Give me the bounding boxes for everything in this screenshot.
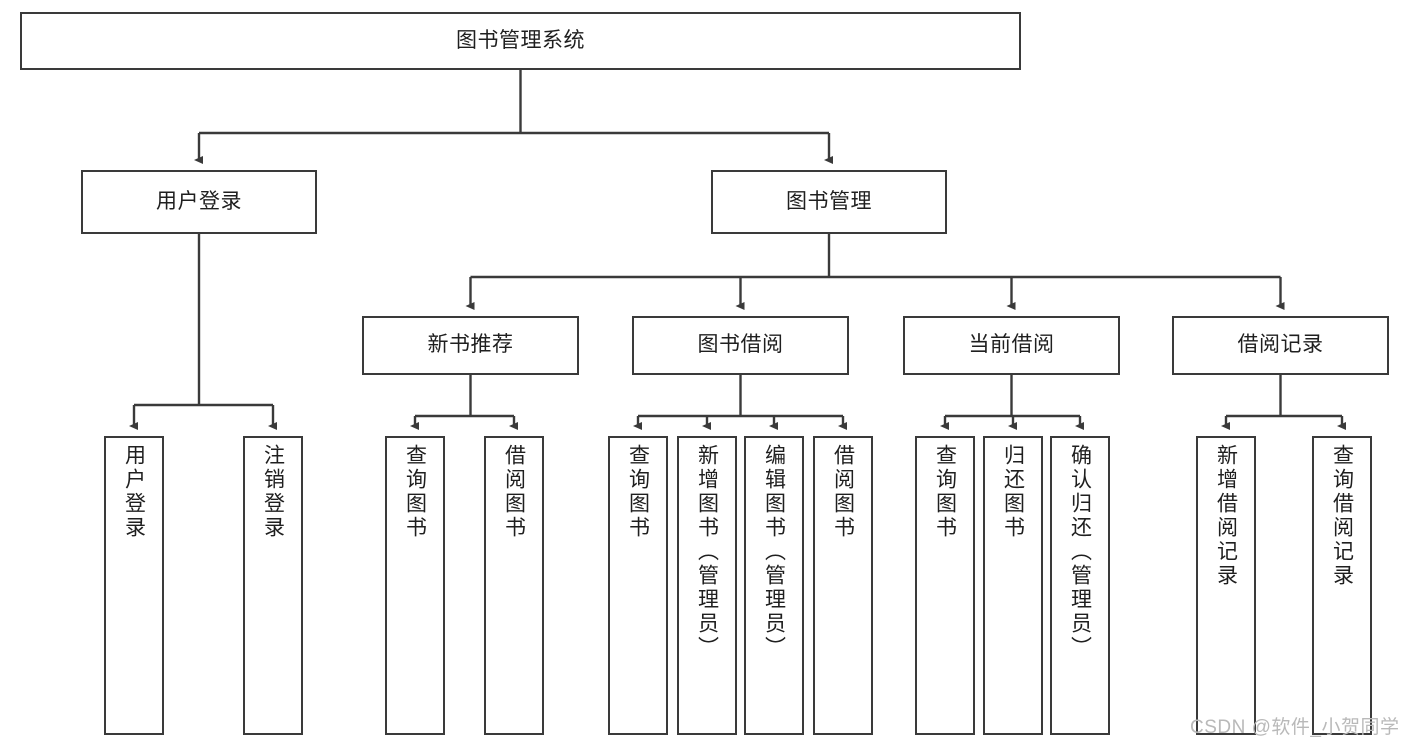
node-label: 查询图书 bbox=[626, 444, 650, 540]
node-book-borrow[interactable]: 图书借阅 bbox=[632, 316, 849, 375]
node-label: 当前借阅 bbox=[968, 333, 1055, 357]
node-leaf-user-logout[interactable]: 注销登录 bbox=[243, 436, 303, 735]
node-leaf-return-book[interactable]: 归还图书 bbox=[983, 436, 1043, 735]
node-leaf-user-login[interactable]: 用户登录 bbox=[104, 436, 164, 735]
node-label: 归还图书 bbox=[1001, 444, 1025, 540]
node-label: 查询图书 bbox=[403, 444, 427, 540]
node-label: 查询借阅记录 bbox=[1330, 444, 1354, 588]
node-book-manage[interactable]: 图书管理 bbox=[711, 170, 947, 234]
node-label: 注销登录 bbox=[261, 444, 285, 540]
node-label: 用户登录 bbox=[122, 444, 146, 540]
csdn-watermark: CSDN @软件_小贺同学 bbox=[1190, 717, 1400, 738]
node-leaf-edit-book[interactable]: 编辑图书（管理员） bbox=[744, 436, 804, 735]
node-current-borrow[interactable]: 当前借阅 bbox=[903, 316, 1120, 375]
node-label: 借阅记录 bbox=[1237, 333, 1324, 357]
node-label: 借阅图书 bbox=[502, 444, 526, 540]
node-leaf-borrow-book-2[interactable]: 借阅图书 bbox=[813, 436, 873, 735]
node-label: 确认归还（管理员） bbox=[1068, 444, 1092, 660]
node-leaf-confirm-return[interactable]: 确认归还（管理员） bbox=[1050, 436, 1110, 735]
node-label: 新增图书（管理员） bbox=[695, 444, 719, 660]
node-leaf-add-book[interactable]: 新增图书（管理员） bbox=[677, 436, 737, 735]
node-label: 借阅图书 bbox=[831, 444, 855, 540]
node-label: 图书管理 bbox=[786, 189, 872, 213]
node-leaf-query-book-3[interactable]: 查询图书 bbox=[915, 436, 975, 735]
node-leaf-query-record[interactable]: 查询借阅记录 bbox=[1312, 436, 1372, 735]
node-label: 查询图书 bbox=[933, 444, 957, 540]
node-leaf-add-record[interactable]: 新增借阅记录 bbox=[1196, 436, 1256, 735]
node-label: 用户登录 bbox=[156, 189, 242, 213]
node-label: 新增借阅记录 bbox=[1214, 444, 1238, 588]
node-leaf-query-book-1[interactable]: 查询图书 bbox=[385, 436, 445, 735]
node-leaf-borrow-book-1[interactable]: 借阅图书 bbox=[484, 436, 544, 735]
node-label: 新书推荐 bbox=[427, 333, 514, 357]
node-borrow-record[interactable]: 借阅记录 bbox=[1172, 316, 1389, 375]
node-root[interactable]: 图书管理系统 bbox=[20, 12, 1021, 70]
node-label: 图书借阅 bbox=[697, 333, 784, 357]
node-label: 编辑图书（管理员） bbox=[762, 444, 786, 660]
node-user-login[interactable]: 用户登录 bbox=[81, 170, 317, 234]
node-label: 图书管理系统 bbox=[456, 28, 585, 52]
node-leaf-query-book-2[interactable]: 查询图书 bbox=[608, 436, 668, 735]
node-new-book-rec[interactable]: 新书推荐 bbox=[362, 316, 579, 375]
